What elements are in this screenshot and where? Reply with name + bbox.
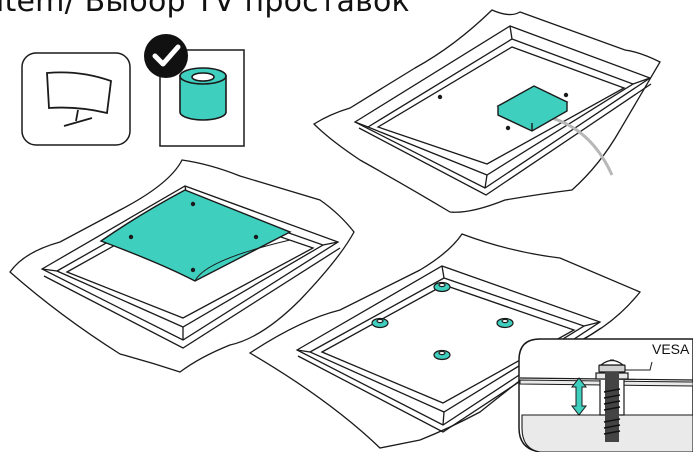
vesa-label: VESA xyxy=(652,341,689,357)
tv-panel-bracket xyxy=(314,10,660,212)
spacer-icon xyxy=(180,68,226,120)
option-curved-tv[interactable] xyxy=(22,53,130,145)
check-badge-icon xyxy=(144,34,188,78)
page-title: ltem/ Выбор TV проставок xyxy=(0,0,410,19)
option-spacer[interactable] xyxy=(144,34,244,146)
